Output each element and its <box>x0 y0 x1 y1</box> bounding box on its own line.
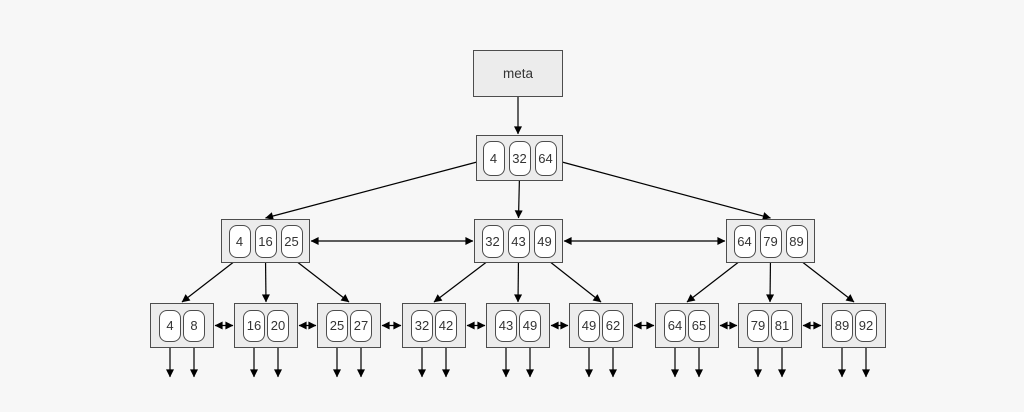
key-cell: 4 <box>482 140 505 176</box>
pointer-edge <box>686 257 745 303</box>
key-cell: 49 <box>519 309 541 342</box>
key-cell: 42 <box>435 309 457 342</box>
key-cell: 81 <box>771 309 793 342</box>
key-cell: 32 <box>411 309 433 342</box>
meta-node: meta <box>473 50 563 97</box>
pointer-edge <box>514 175 523 219</box>
key-cell: 20 <box>267 309 289 342</box>
key-cell: 43 <box>495 309 517 342</box>
key-cell: 25 <box>326 309 348 342</box>
key-cell: 89 <box>831 309 853 342</box>
key-cell: 62 <box>602 309 624 342</box>
pointer-edge <box>265 161 478 220</box>
key-cell: 64 <box>534 140 557 176</box>
key-cell: 25 <box>280 224 303 258</box>
pointer-edge <box>514 257 523 303</box>
pointer-edge <box>261 257 270 303</box>
key-cell: 16 <box>243 309 265 342</box>
key-cell: 79 <box>759 224 782 258</box>
key-cell: 43 <box>507 224 530 258</box>
key-cell: 64 <box>733 224 756 258</box>
key-cell: 32 <box>508 140 531 176</box>
key-cell: 4 <box>228 224 251 258</box>
pointer-edge <box>561 161 771 220</box>
key-cell: 27 <box>350 309 372 342</box>
pointer-edge <box>544 257 602 303</box>
key-cell: 8 <box>183 309 205 342</box>
key-cell: 92 <box>855 309 877 342</box>
key-cell: 49 <box>578 309 600 342</box>
meta-node-label: meta <box>502 66 533 81</box>
key-cell: 79 <box>747 309 769 342</box>
key-cell: 16 <box>254 224 277 258</box>
key-cell: 65 <box>688 309 710 342</box>
key-cell: 32 <box>481 224 504 258</box>
pointer-edge <box>766 257 775 303</box>
key-cell: 89 <box>785 224 808 258</box>
pointer-edge <box>796 257 855 303</box>
pointer-edge <box>291 257 350 303</box>
key-cell: 64 <box>664 309 686 342</box>
pointer-edge <box>433 257 493 303</box>
pointer-edge <box>181 257 240 303</box>
key-cell: 49 <box>533 224 556 258</box>
key-cell: 4 <box>159 309 181 342</box>
